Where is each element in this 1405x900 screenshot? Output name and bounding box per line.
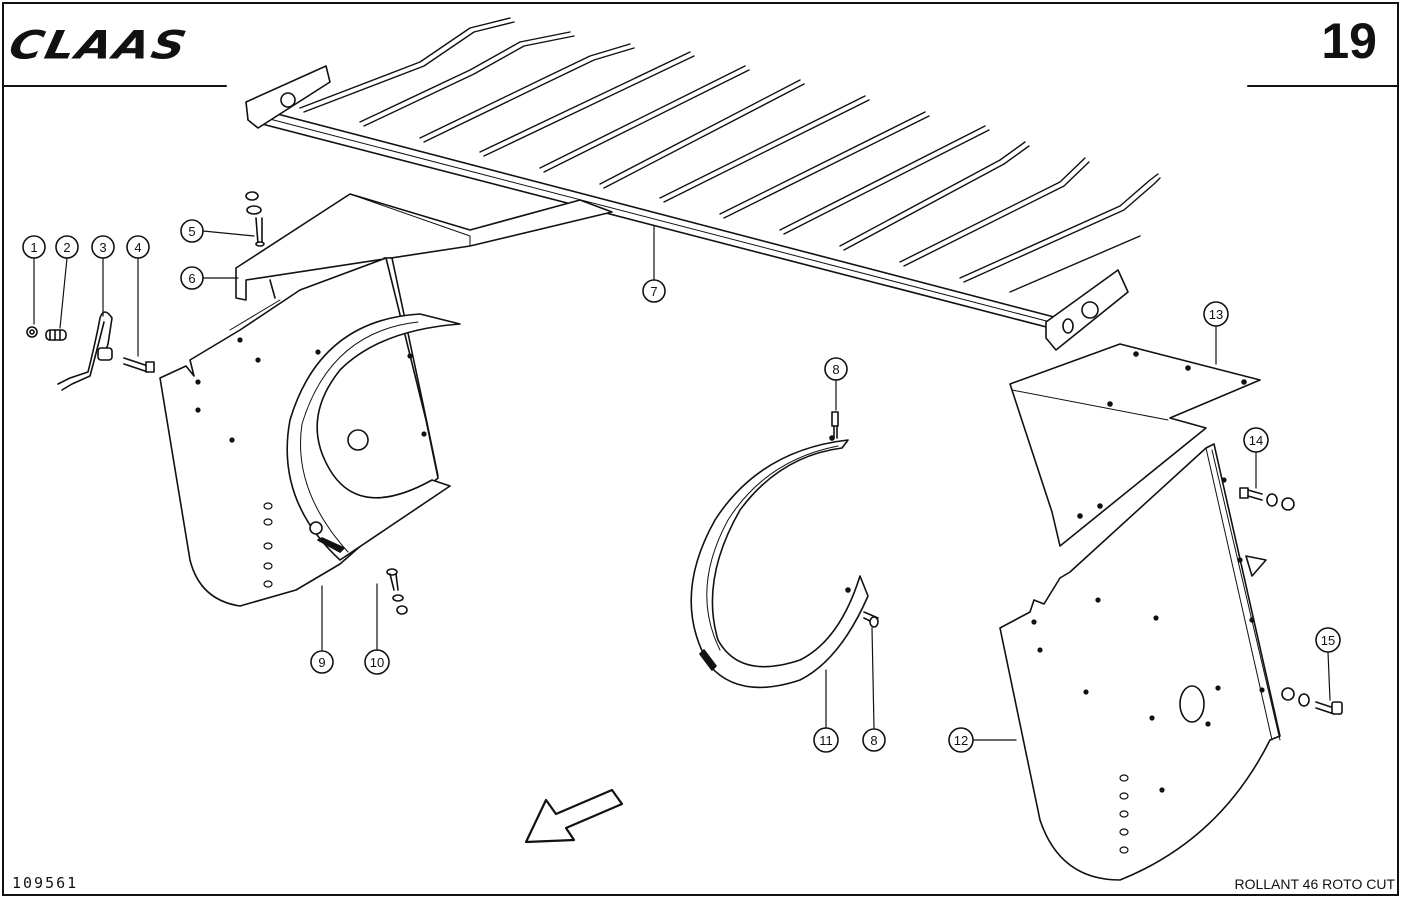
cover-plate: [1009, 343, 1261, 547]
svg-text:12: 12: [954, 733, 968, 748]
bolt-washer-5: [245, 191, 265, 247]
callout-9: 9: [310, 650, 334, 674]
callout-1: 1: [22, 235, 46, 259]
callout-10: 10: [364, 649, 390, 675]
bolt-8-upper: [831, 411, 839, 439]
left-plate-holes: [195, 337, 427, 588]
tines: [299, 17, 1161, 293]
callout-14: 14: [1243, 427, 1269, 453]
callout-11: 11: [813, 727, 839, 753]
callout-leaders: [33, 225, 1331, 741]
svg-text:1: 1: [30, 240, 37, 255]
right-side-plate: [999, 443, 1281, 881]
svg-text:2: 2: [63, 240, 70, 255]
bolt-nut-10: [386, 568, 408, 615]
svg-text:4: 4: [134, 240, 141, 255]
left-drum-band: [286, 313, 461, 561]
callout-3: 3: [91, 235, 115, 259]
svg-text:11: 11: [819, 733, 833, 748]
callout-4: 4: [126, 235, 150, 259]
svg-text:15: 15: [1321, 633, 1335, 648]
callout-12: 12: [948, 727, 974, 753]
page-number: 19: [1321, 13, 1377, 69]
callout-7: 7: [642, 279, 666, 303]
svg-text:5: 5: [188, 224, 195, 239]
bolt-8-lower: [863, 611, 879, 628]
direction-arrow: [524, 788, 624, 844]
svg-text:3: 3: [99, 240, 106, 255]
svg-text:8: 8: [832, 362, 839, 377]
model-name: ROLLANT 46 ROTO CUT: [1234, 876, 1395, 892]
bolt-group-15: [1281, 687, 1343, 715]
svg-text:10: 10: [370, 655, 384, 670]
spring-hook-hardware: [26, 311, 155, 391]
right-plate-holes: [1031, 477, 1265, 854]
scraper-band: [690, 435, 869, 689]
svg-text:9: 9: [318, 655, 325, 670]
svg-text:8: 8: [870, 733, 877, 748]
callout-15: 15: [1315, 627, 1341, 653]
svg-text:7: 7: [650, 284, 657, 299]
svg-text:14: 14: [1249, 433, 1263, 448]
callout-8-lower: 8: [862, 728, 886, 752]
callout-5: 5: [180, 219, 204, 243]
bolt-group-14: [1239, 487, 1295, 511]
callout-6: 6: [180, 266, 204, 290]
drawing-number: 109561: [12, 874, 79, 892]
tine-rail-assembly: [245, 17, 1161, 351]
callout-13: 13: [1203, 301, 1229, 327]
callout-2: 2: [55, 235, 79, 259]
svg-text:6: 6: [188, 271, 195, 286]
callout-8-upper: 8: [824, 357, 848, 381]
svg-text:13: 13: [1209, 307, 1223, 322]
